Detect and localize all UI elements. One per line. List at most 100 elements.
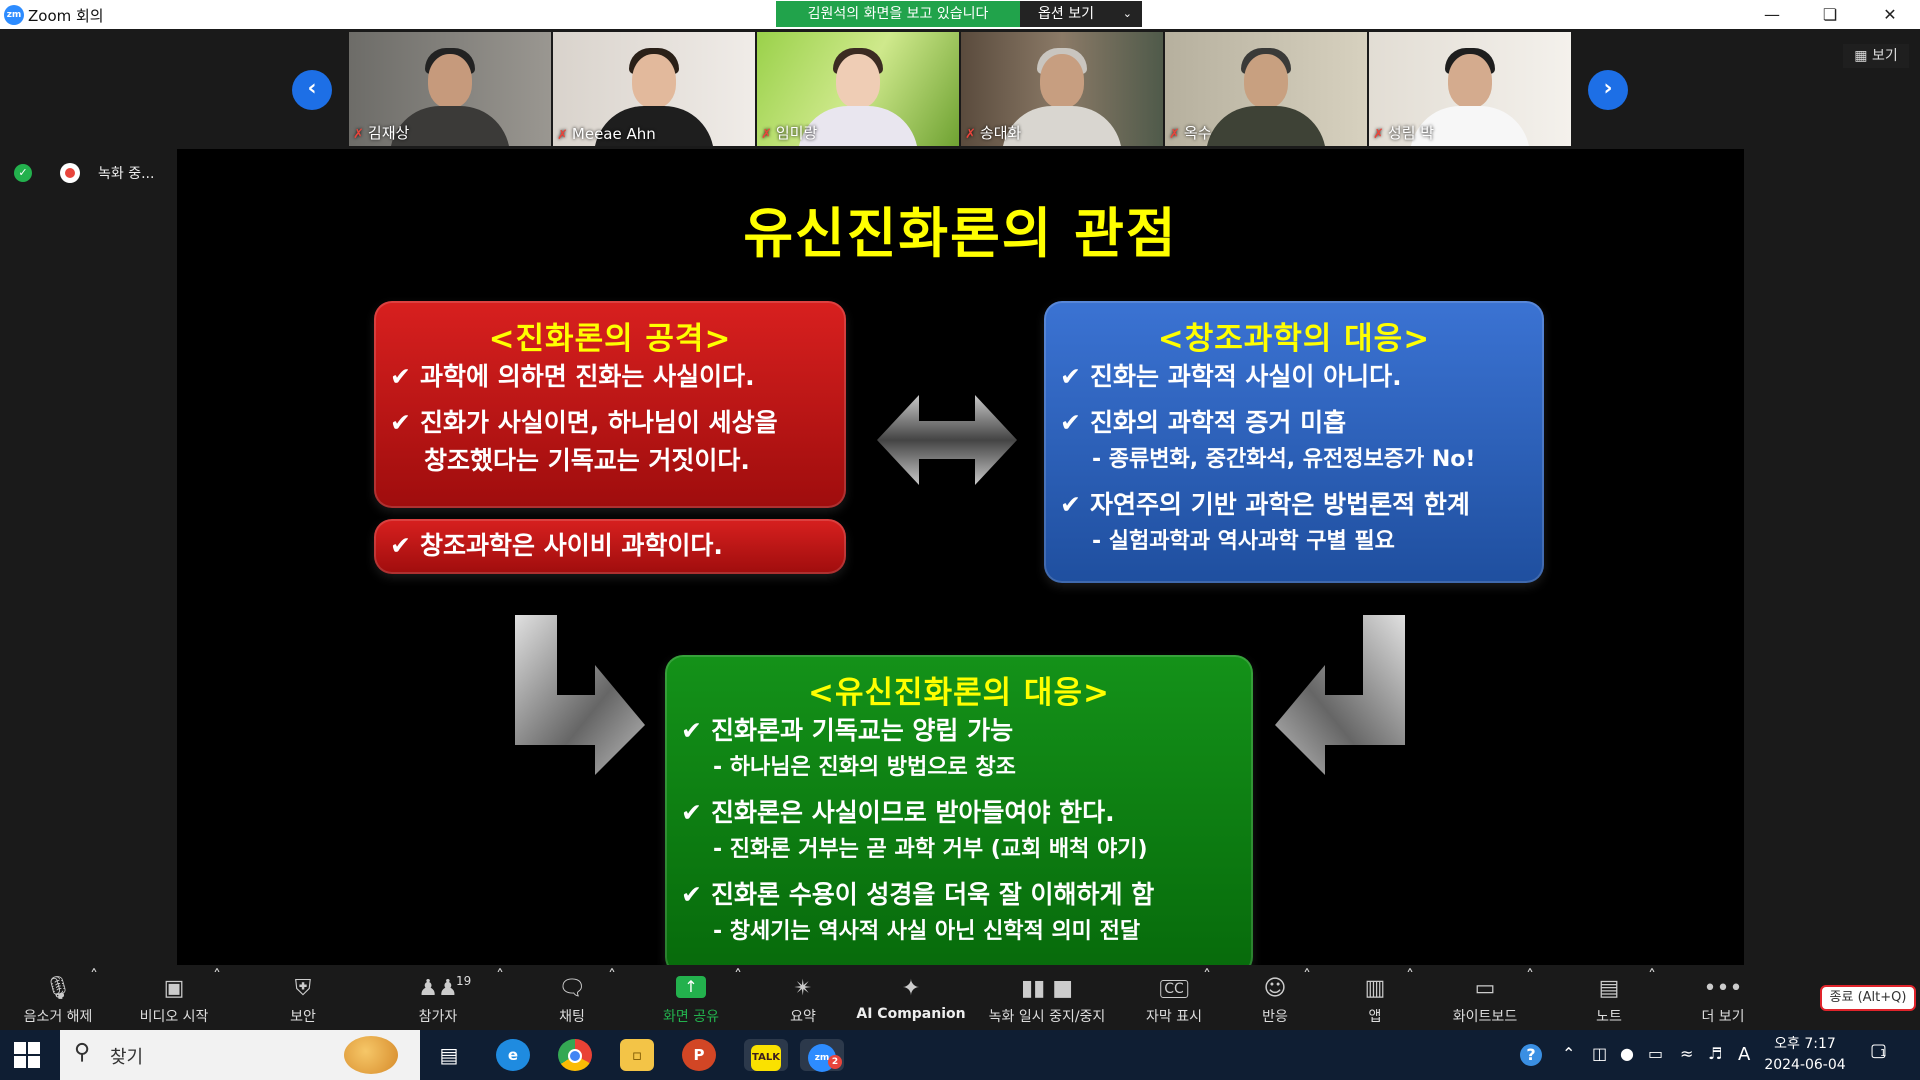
gallery-view-button[interactable]: ▦ 보기 [1843,44,1909,68]
participants-button[interactable]: ♟♟ 19 참가자 [398,966,478,1030]
participant-tile[interactable]: ✗Meeae Ahn [553,32,755,146]
wifi-icon[interactable]: ≈ [1680,1044,1694,1063]
participants-icon: ♟♟ [418,976,458,1001]
captions-options-caret[interactable]: ˄ [1203,966,1211,985]
end-meeting-button[interactable]: 종료 (Alt+Q) [1820,985,1916,1011]
search-icon: ⚲ [74,1040,91,1065]
apps-button[interactable]: ▥ 앱 [1340,966,1410,1030]
chat-button[interactable]: 🗨 채팅 [537,966,607,1030]
captions-label: 자막 표시 [1146,1009,1202,1025]
file-explorer-icon[interactable]: ▫ [620,1039,654,1071]
apps-label: 앱 [1368,1009,1382,1025]
gallery-view-label: 보기 [1871,48,1898,64]
muted-mic-icon: ✗ [761,127,772,142]
task-view-icon[interactable]: ▤ [439,1043,459,1067]
arrow-down-left-icon [1275,615,1405,775]
creation-heading: <창조과학의 대응> [1157,321,1431,357]
chevron-left-icon: ‹ [307,76,317,101]
video-options-caret[interactable]: ˄ [213,966,221,985]
theistic-subitem: - 하나님은 진화의 방법으로 창조 [713,755,1016,780]
chrome-icon[interactable] [558,1039,592,1071]
cc-icon: CC [1160,980,1188,998]
screen-share-banner: 김원석의 화면을 보고 있습니다 [776,1,1020,27]
close-button[interactable]: ✕ [1883,5,1897,24]
whiteboard-options-caret[interactable]: ˄ [1526,966,1534,985]
tray-overflow-icon[interactable]: ⌃ [1562,1044,1576,1063]
summary-label: 요약 [790,1009,816,1025]
ai-companion-button[interactable]: ✦ AI Companion [856,966,966,1030]
gallery-next-button[interactable]: › [1588,70,1628,110]
volume-icon[interactable]: ♬ [1708,1044,1723,1063]
notes-button[interactable]: ▤ 노트 [1574,966,1644,1030]
creation-item: ✔진화의 과학적 증거 미흡 [1060,404,1544,442]
taskbar-search[interactable]: ⚲ 찾기 [60,1030,420,1080]
search-highlight-icon [344,1036,398,1074]
participant-tile[interactable]: ✗옥수 [1165,32,1367,146]
attack-extra-item: ✔창조과학은 사이비 과학이다. [390,527,846,565]
notes-label: 노트 [1596,1009,1622,1025]
reactions-options-caret[interactable]: ˄ [1303,966,1311,985]
kakaotalk-icon[interactable]: TALK [744,1039,788,1071]
participant-tile[interactable]: ✗임미랑 [757,32,959,146]
muted-mic-icon: ✗ [1373,127,1384,142]
device-icon[interactable]: ◫ [1592,1044,1608,1063]
pause-stop-recording-button[interactable]: ▮▮ ■ 녹화 일시 중지/중지 [976,966,1118,1030]
restore-button[interactable]: ❏ [1822,5,1838,24]
participants-options-caret[interactable]: ˄ [496,966,504,985]
participant-tile[interactable]: ✗김재상 [349,32,551,146]
powerpoint-icon[interactable]: P [682,1039,716,1071]
participant-tile[interactable]: ✗성림 박 [1369,32,1571,146]
audio-options-caret[interactable]: ˄ [90,966,98,985]
taskbar-clock[interactable]: 오후 7:17 2024-06-04 [1760,1034,1850,1076]
chevron-down-icon: ⌄ [1122,7,1132,20]
recording-label: 녹화 중... [98,166,155,182]
zoom-badge: 2 [828,1055,842,1069]
edge-icon[interactable]: e [496,1039,530,1071]
apps-icon: ▥ [1364,976,1386,1001]
check-icon: ✔ [1060,362,1081,391]
participant-name: ✗Meeae Ahn [557,125,656,143]
chat-options-caret[interactable]: ˄ [608,966,616,985]
minimize-button[interactable]: — [1764,5,1780,24]
more-button[interactable]: ••• 더 보기 [1688,966,1758,1030]
share-options-caret[interactable]: ˄ [734,966,742,985]
view-options-button[interactable]: 옵션 보기 ⌄ [1020,1,1142,27]
windows-start-button[interactable] [14,1042,40,1068]
zoom-logo-icon: zm [4,5,24,25]
unmute-button[interactable]: 🎙 음소거 해제 [8,966,108,1030]
chat-label: 채팅 [559,1009,585,1025]
participant-name: ✗임미랑 [761,124,818,142]
check-icon: ✔ [390,362,411,391]
whiteboard-button[interactable]: ▭ 화이트보드 [1440,966,1530,1030]
participant-name: ✗옥수 [1169,124,1212,142]
attack-item-continued: 창조했다는 기독교는 거짓이다. [424,446,750,475]
attack-item: ✔진화가 사실이면, 하나님이 세상을 [390,404,846,442]
help-icon[interactable]: ? [1520,1044,1542,1066]
theistic-item: ✔진화론과 기독교는 양립 가능 [681,712,1253,750]
captions-button[interactable]: CC 자막 표시 [1132,966,1216,1030]
apps-options-caret[interactable]: ˄ [1406,966,1414,985]
pause-stop-icon: ▮▮ ■ [1021,976,1073,1001]
start-video-button[interactable]: ▣ 비디오 시작 [124,966,224,1030]
start-video-label: 비디오 시작 [139,1009,209,1025]
participant-tile[interactable]: ✗송대화 [961,32,1163,146]
gallery-prev-button[interactable]: ‹ [292,70,332,110]
record-icon [60,163,80,183]
notes-options-caret[interactable]: ˄ [1648,966,1656,985]
ime-indicator[interactable]: A [1738,1044,1751,1065]
reactions-button[interactable]: ☺ 반응 [1240,966,1310,1030]
video-off-icon: ▣ [163,976,185,1001]
summary-button[interactable]: ✴ 요약 [768,966,838,1030]
battery-icon[interactable]: ▭ [1648,1044,1664,1063]
ai-companion-label: AI Companion [856,1006,966,1022]
notification-center-icon[interactable]: ▢1 [1870,1040,1888,1061]
notes-icon: ▤ [1598,976,1620,1001]
shield-check-icon[interactable]: ✓ [14,164,32,182]
security-button[interactable]: ⛨ 보안 [268,966,338,1030]
microphone-icon[interactable]: ● [1620,1044,1634,1063]
share-screen-button[interactable]: ↑ 화면 공유 [648,966,734,1030]
more-dots-icon: ••• [1703,976,1743,1001]
